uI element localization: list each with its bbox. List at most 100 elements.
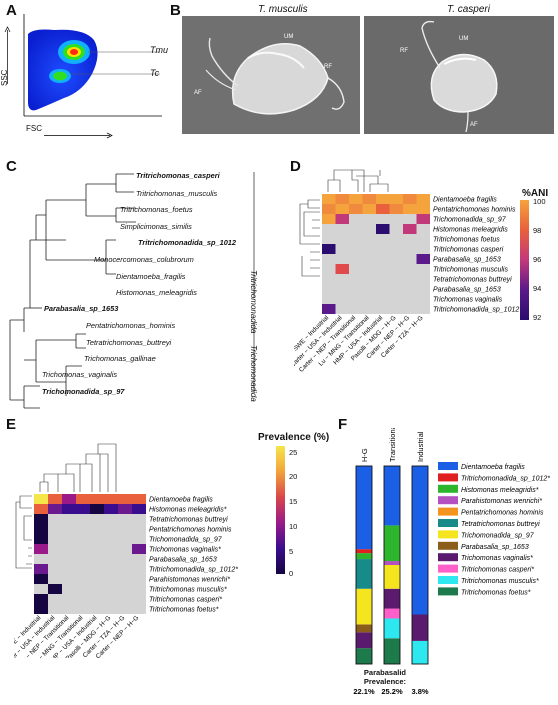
bar-prevalence-value: 3.8% <box>411 687 428 696</box>
ani-heatmap-cell <box>335 214 349 224</box>
prevalence-heatmap-cell <box>90 544 104 554</box>
gate-label-tmu: Tmu <box>150 45 168 55</box>
prevalence-heatmap-cell <box>34 544 48 554</box>
ani-heatmap-cell <box>416 214 430 224</box>
legend-label: Tritrichomonas musculis* <box>461 578 539 585</box>
prevalence-heatmap-cell <box>48 584 62 594</box>
ani-heatmap-cell <box>322 264 336 274</box>
ani-heatmap-cell <box>416 244 430 254</box>
prevalence-heatmap-cell <box>62 554 76 564</box>
ani-heatmap-cell <box>416 224 430 234</box>
ani-heatmap-cell <box>403 274 417 284</box>
ani-heatmap-cell <box>389 214 403 224</box>
prevalence-heatmap-cell <box>34 584 48 594</box>
prevalence-heatmap-cell <box>132 494 146 504</box>
ani-heatmap-cell <box>376 194 390 204</box>
ani-row-label: Tritrichomonadida_sp_1012 <box>433 307 519 314</box>
prevalence-heatmap-cell <box>118 594 132 604</box>
prevalence-tick: 10 <box>289 522 298 531</box>
prevalence-heatmap-cell <box>132 554 146 564</box>
ani-tick: 94 <box>533 284 542 293</box>
bar-segment <box>412 466 428 615</box>
fsc-axis-label: FSC <box>26 124 42 133</box>
prevalence-heatmap-cell <box>118 574 132 584</box>
prevalence-heatmap-cell <box>118 564 132 574</box>
prevalence-heatmap-cell <box>118 604 132 614</box>
ani-heatmap-cell <box>403 294 417 304</box>
ani-heatmap-cell <box>335 194 349 204</box>
ani-heatmap-cell <box>376 234 390 244</box>
prevalence-tick: 5 <box>289 547 294 556</box>
clade-label-tritrichomonadida: Tritrichomonadida <box>249 270 258 334</box>
prevalence-heatmap-cell <box>62 544 76 554</box>
prevalence-heatmap-cell <box>34 494 48 504</box>
prevalence-heatmap-cell <box>104 544 118 554</box>
prevalence-label: Parabasalid Prevalence: <box>363 668 406 686</box>
ani-row-label: Pentatrichomonas hominis <box>433 207 516 214</box>
legend-swatch <box>438 576 458 584</box>
prevalence-heatmap-cell <box>76 584 90 594</box>
ani-heatmap-cell <box>416 204 430 214</box>
prevalence-heatmap-cell <box>48 594 62 604</box>
panel-letter-b: B <box>170 2 181 19</box>
ani-heatmap-cell <box>416 264 430 274</box>
ani-row-label: Histomonas meleagridis <box>433 227 508 234</box>
prevalence-heatmap-cell <box>132 504 146 514</box>
ani-heatmap-cell <box>403 264 417 274</box>
bar-segment <box>356 648 372 664</box>
legend-swatch <box>438 587 458 596</box>
ani-tick: 92 <box>533 313 542 322</box>
prevalence-heatmap-cell <box>48 604 62 614</box>
prevalence-row-label: Parahistomonas wenrichi* <box>149 577 230 584</box>
ani-heatmap-cell <box>362 224 376 234</box>
bar-segment <box>384 525 400 562</box>
legend-label: Histomonas meleagridis* <box>461 487 539 494</box>
ani-heatmap-cell <box>349 294 363 304</box>
ani-heatmap-cell <box>362 214 376 224</box>
ani-row-label: Parabasalia_sp_1653 <box>433 257 501 264</box>
ani-tick: 100 <box>533 197 546 206</box>
prevalence-heatmap-cell <box>62 494 76 504</box>
prevalence-heatmap-cell <box>90 534 104 544</box>
prevalence-row-label: Tritrichomonas casperi* <box>149 597 222 604</box>
prevalence-heatmap-cell <box>104 594 118 604</box>
ani-heatmap-cell <box>362 204 376 214</box>
prevalence-heatmap-cell <box>132 534 146 544</box>
bar-category-label: H-G <box>360 448 369 462</box>
bar-segment <box>356 553 372 560</box>
sem-image-casperi <box>364 16 554 134</box>
ani-heatmap-cell <box>403 194 417 204</box>
bar-category-label: Transitional <box>388 428 397 462</box>
legend-swatch <box>438 519 458 527</box>
panel-letter-f: F <box>338 416 348 433</box>
ani-heatmap-cell <box>349 194 363 204</box>
ani-heatmap-cell <box>322 204 336 214</box>
sem-title-musculis: T. musculis <box>258 4 308 15</box>
stacked-bar-chart-svg: H-G22.1%Transitional25.2%Industrial3.8%D… <box>353 423 550 696</box>
prevalence-row-label: Tritrichomonas foetus* <box>149 607 219 614</box>
ani-heatmap-cell <box>349 224 363 234</box>
ani-heatmap-cell <box>403 214 417 224</box>
prevalence-heatmap-cell <box>48 554 62 564</box>
ani-heatmap-cell <box>376 214 390 224</box>
panel-letter-e: E <box>6 416 17 433</box>
ani-heatmap-cell <box>376 294 390 304</box>
ani-heatmap-cell <box>322 194 336 204</box>
ani-heatmap-cell <box>376 244 390 254</box>
ani-heatmap-cell <box>362 294 376 304</box>
ani-heatmap-cell <box>416 194 430 204</box>
ani-heatmap-cell <box>362 254 376 264</box>
prevalence-tick: 25 <box>289 448 298 457</box>
sem-left-rf-label: RF <box>324 64 332 70</box>
ani-heatmap-cell <box>335 254 349 264</box>
legend-swatch <box>438 462 458 470</box>
bar-segment <box>356 559 372 589</box>
legend-swatch <box>438 496 458 505</box>
ani-row-label: Parabasalia_sp_1653 <box>433 287 501 294</box>
ani-heatmap-cell <box>349 204 363 214</box>
legend-label: Trichomonadida_sp_97 <box>461 532 535 539</box>
prevalence-heatmap-cell <box>62 584 76 594</box>
ani-heatmap-cell <box>322 254 336 264</box>
